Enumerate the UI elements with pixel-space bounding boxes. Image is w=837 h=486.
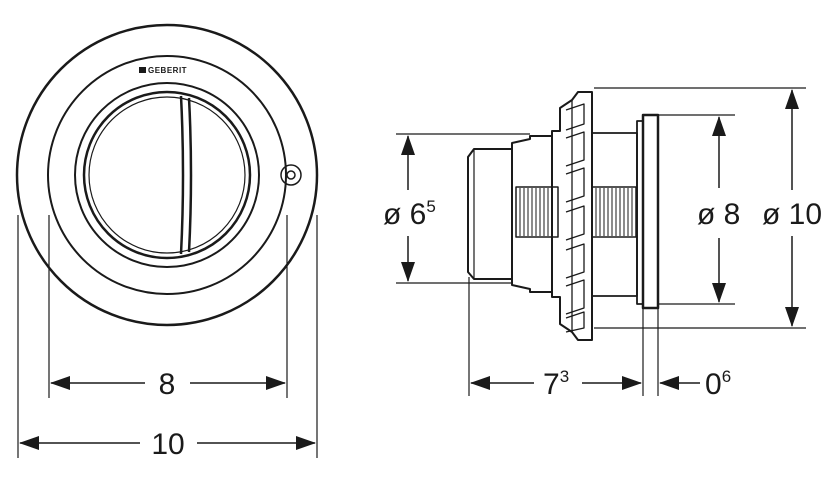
button-inner-edge [88, 96, 246, 254]
side-dim-outer-diameter [594, 87, 806, 329]
cover-plate [641, 113, 660, 310]
plate-thickness-label: 06 [705, 367, 731, 401]
front-outer-width-label: 10 [151, 428, 184, 461]
front-view [15, 23, 319, 327]
button-diameter-label: ø 65 [383, 197, 436, 231]
front-inner-width-label: 8 [159, 368, 176, 401]
brand-text: GEBERIT [148, 66, 187, 75]
button-split-line [179, 95, 185, 255]
plate-thickness-sup: 6 [722, 367, 731, 386]
side-dim-inner-diameter [658, 114, 735, 305]
button-bezel [74, 82, 260, 268]
thread-sleeve-left [515, 186, 559, 238]
thread-sleeve-right [591, 186, 637, 238]
plate-thickness-base: 0 [705, 368, 722, 401]
outer-diameter-label: ø 10 [762, 198, 822, 231]
button-face [82, 90, 252, 260]
mounting-body [591, 132, 638, 297]
inner-diameter-label: ø 8 [697, 198, 740, 231]
side-dim-button-diameter [396, 133, 530, 284]
depth-label: 73 [543, 367, 569, 401]
stepped-frame [551, 91, 593, 341]
button-diameter-sup: 5 [426, 197, 435, 216]
logo-mark-icon [139, 67, 146, 73]
front-dim-outer-width [17, 215, 318, 458]
indicator-ring [280, 164, 302, 186]
thread-lines-left [519, 188, 553, 236]
side-dim-plate-thickness [657, 308, 700, 396]
depth-base: 7 [543, 368, 560, 401]
depth-sup: 3 [560, 367, 569, 386]
side-dim-depth [468, 277, 644, 396]
indicator-dot [286, 170, 296, 180]
brand-logo: GEBERIT [139, 66, 187, 75]
frame-ribs [565, 100, 585, 333]
outer-plate-ring [15, 23, 319, 327]
button-split-line-2 [187, 97, 193, 253]
side-view [467, 91, 660, 341]
thread-lines-right [595, 188, 633, 236]
inner-plate-ring [47, 55, 287, 295]
button-diameter-base: ø 6 [383, 198, 426, 231]
front-dim-inner-width [48, 215, 288, 398]
